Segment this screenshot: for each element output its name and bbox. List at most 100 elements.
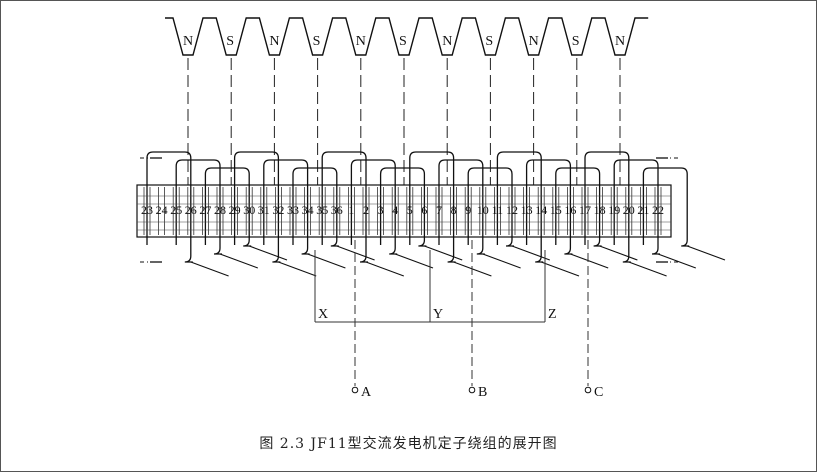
coil-crossover bbox=[541, 261, 580, 277]
slot-number: 14 bbox=[535, 203, 547, 217]
terminal-label: A bbox=[361, 385, 372, 400]
stator-core-outline bbox=[136, 184, 672, 238]
terminal-point bbox=[468, 386, 476, 394]
slot-number: 9 bbox=[465, 203, 471, 217]
coil-crossover bbox=[657, 253, 696, 269]
pole-label: N bbox=[529, 34, 539, 49]
pole-label: S bbox=[572, 34, 580, 49]
slot-number: 33 bbox=[287, 203, 299, 217]
pole-label: S bbox=[399, 34, 407, 49]
slot-number: 17 bbox=[579, 203, 591, 217]
pole-label: S bbox=[313, 34, 321, 49]
stator-coils bbox=[140, 151, 726, 277]
coil-loop bbox=[292, 167, 339, 247]
slot-number: 29 bbox=[229, 203, 241, 217]
coil-loop bbox=[146, 151, 193, 263]
slot-number: 27 bbox=[199, 203, 211, 217]
neutral-label: Y bbox=[433, 307, 443, 322]
slot-number: 20 bbox=[623, 203, 635, 217]
pole-outline bbox=[165, 17, 649, 56]
slot-number: 12 bbox=[506, 203, 518, 217]
pole-label: N bbox=[269, 34, 279, 49]
coil-loop bbox=[350, 159, 398, 255]
coil-crossover bbox=[687, 245, 726, 261]
slot-number: 36 bbox=[331, 203, 343, 217]
slot-number: 19 bbox=[608, 203, 620, 217]
slot-number: 10 bbox=[477, 203, 489, 217]
coil-loop bbox=[555, 167, 602, 247]
neutral-label: X bbox=[318, 307, 328, 322]
slot-number: 6 bbox=[421, 203, 427, 217]
coil-crossover bbox=[599, 245, 638, 261]
pole-label: N bbox=[442, 34, 452, 49]
neutral-label: Z bbox=[548, 307, 557, 322]
slot-number: 13 bbox=[521, 203, 533, 217]
coil-crossover bbox=[190, 261, 229, 277]
slot-number: 3 bbox=[378, 203, 384, 217]
coil-loop bbox=[409, 151, 456, 263]
coil-loop bbox=[379, 167, 427, 247]
slot-number: 18 bbox=[594, 203, 606, 217]
coil-loop bbox=[613, 159, 660, 255]
coil-crossover bbox=[365, 261, 404, 277]
slot-number: 25 bbox=[170, 203, 182, 217]
slot-number: 22 bbox=[652, 203, 664, 217]
slot-number: 1 bbox=[348, 203, 354, 217]
terminal-point bbox=[584, 386, 592, 394]
coil-loop bbox=[438, 159, 485, 255]
slot-number: 16 bbox=[564, 203, 576, 217]
pole-label: N bbox=[615, 34, 625, 49]
figure-caption: 图 2.3 JF11型交流发电机定子绕组的展开图 bbox=[259, 436, 558, 452]
terminal-label: B bbox=[478, 385, 487, 400]
slot-number: 24 bbox=[156, 203, 168, 217]
slot-number: 7 bbox=[436, 203, 442, 217]
coil-crossover bbox=[482, 253, 521, 269]
coil-loop bbox=[175, 159, 222, 255]
coil-loop bbox=[584, 151, 631, 263]
coil-crossover bbox=[511, 245, 550, 261]
slot-number: 28 bbox=[214, 203, 226, 217]
coil-crossover bbox=[336, 245, 375, 261]
stator-core bbox=[136, 184, 672, 238]
slot-number: 23 bbox=[141, 203, 153, 217]
terminal-label: C bbox=[594, 385, 603, 400]
slot-number: 4 bbox=[392, 203, 398, 217]
coil-loop bbox=[642, 167, 690, 247]
phase-wiring: X Y Z A B C bbox=[314, 240, 603, 400]
slot-number: 32 bbox=[272, 203, 284, 217]
pole-center-lines bbox=[187, 58, 621, 185]
slot-number: 8 bbox=[451, 203, 457, 217]
coil-crossover bbox=[278, 261, 317, 277]
slot-number: 31 bbox=[258, 203, 270, 217]
slot-number: 34 bbox=[302, 203, 314, 217]
slot-number: 5 bbox=[407, 203, 413, 217]
slot-number: 21 bbox=[637, 203, 649, 217]
terminal-point bbox=[351, 386, 359, 394]
coil-loop bbox=[525, 159, 573, 255]
slot-number: 26 bbox=[185, 203, 197, 217]
coil-crossover bbox=[395, 253, 434, 269]
coil-crossover bbox=[307, 253, 346, 269]
coil-crossover bbox=[219, 253, 258, 269]
pole-label: S bbox=[226, 34, 234, 49]
slot-number: 30 bbox=[243, 203, 255, 217]
coil-loop bbox=[496, 151, 544, 263]
pole-label: N bbox=[183, 34, 193, 49]
pole-label: N bbox=[356, 34, 366, 49]
coil-crossover bbox=[570, 253, 609, 269]
coil-loop bbox=[204, 167, 252, 247]
coil-loop bbox=[233, 151, 281, 263]
slot-number: 15 bbox=[550, 203, 562, 217]
slot-number: 2 bbox=[363, 203, 369, 217]
slot-number: 11 bbox=[492, 203, 504, 217]
coil-loop bbox=[321, 151, 368, 263]
coil-loop bbox=[467, 167, 514, 247]
coil-crossover bbox=[249, 245, 288, 261]
slot-number: 35 bbox=[316, 203, 328, 217]
coil-crossover bbox=[628, 261, 667, 277]
coil-crossover bbox=[424, 245, 463, 261]
pole-label: S bbox=[485, 34, 493, 49]
